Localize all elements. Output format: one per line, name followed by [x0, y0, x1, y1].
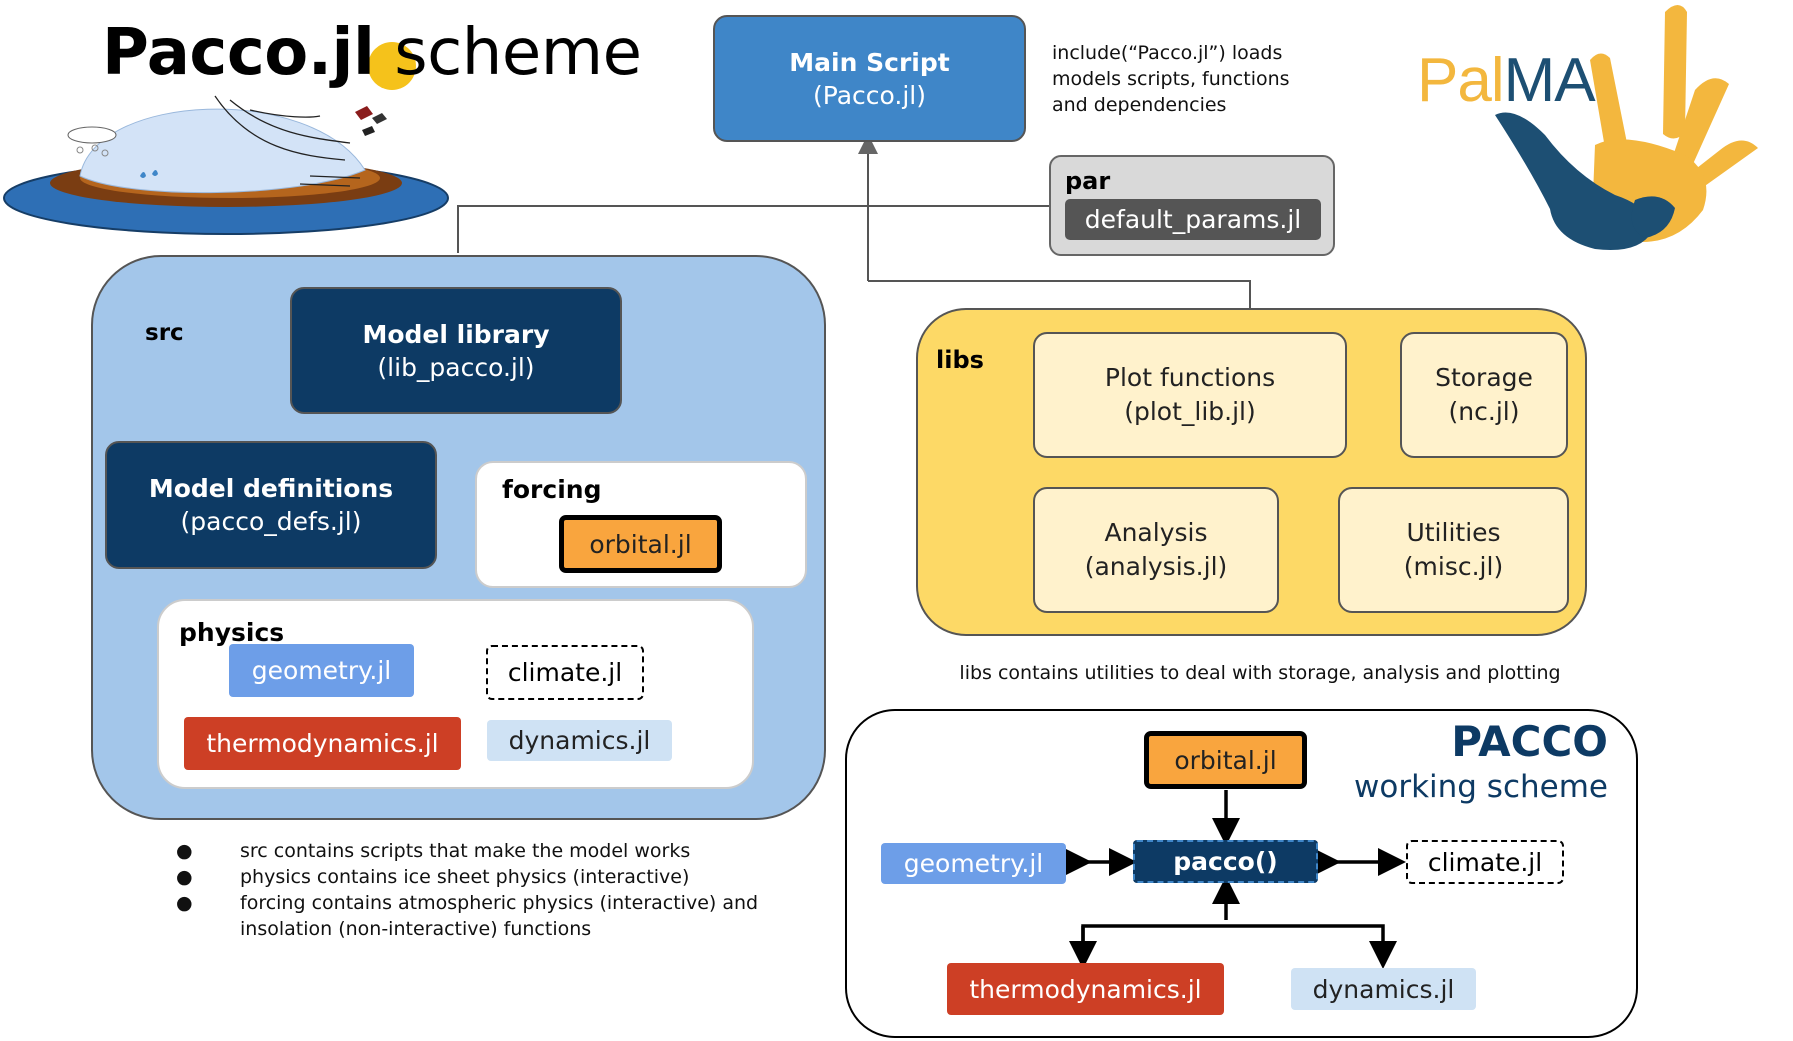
page-title: Pacco.jl scheme	[102, 16, 642, 90]
default-params-file: default_params.jl	[1065, 199, 1321, 240]
utilities-file: (misc.jl)	[1403, 552, 1504, 581]
forcing-label: forcing	[502, 475, 602, 504]
model-definitions-file: (pacco_defs.jl)	[180, 507, 362, 536]
main-script-title: Main Script	[789, 47, 950, 77]
plot-functions-title: Plot functions	[1104, 363, 1276, 393]
bullet-icon: ●	[176, 892, 193, 914]
working-climate-file: climate.jl	[1406, 840, 1564, 884]
palma-text-a: Pal	[1417, 46, 1505, 115]
physics-label: physics	[179, 618, 285, 647]
src-note-item: ● src contains scripts that make the mode…	[176, 838, 816, 864]
bullet-icon: ●	[176, 840, 193, 862]
src-note-text: insolation (non-interactive) functions	[240, 918, 592, 940]
utilities-box: Utilities (misc.jl)	[1338, 487, 1569, 613]
working-subtitle: working scheme	[1354, 769, 1608, 805]
main-note-line: include(“Pacco.jl”) loads	[1052, 42, 1283, 64]
main-script-note: include(“Pacco.jl”) loads models scripts…	[1052, 40, 1332, 118]
libs-label: libs	[936, 346, 984, 374]
dynamics-file: dynamics.jl	[487, 720, 672, 761]
src-label: src	[145, 320, 184, 346]
par-label: par	[1065, 167, 1111, 195]
utilities-title: Utilities	[1406, 518, 1501, 548]
src-note-text: physics contains ice sheet physics (inte…	[240, 866, 690, 888]
main-note-line: and dependencies	[1052, 94, 1227, 116]
analysis-file: (analysis.jl)	[1084, 552, 1228, 581]
plot-functions-box: Plot functions (plot_lib.jl)	[1033, 332, 1347, 458]
working-title: PACCO	[1451, 717, 1608, 766]
pacco-function-box: pacco()	[1133, 840, 1318, 883]
src-note-text: forcing contains atmospheric physics (in…	[240, 892, 759, 914]
working-dynamics-file: dynamics.jl	[1291, 968, 1476, 1010]
palma-logo: PalMA	[1415, 0, 1793, 265]
main-note-line: models scripts, functions	[1052, 68, 1290, 90]
plot-functions-file: (plot_lib.jl)	[1124, 397, 1256, 426]
main-script-box: Main Script (Pacco.jl)	[713, 15, 1026, 142]
model-library-file: (lib_pacco.jl)	[377, 352, 535, 382]
thermodynamics-file: thermodynamics.jl	[184, 717, 461, 770]
orbital-file: orbital.jl	[559, 515, 722, 573]
model-library-box: Model library (lib_pacco.jl)	[290, 287, 622, 414]
title-main: Pacco.jl	[102, 16, 375, 90]
geometry-file: geometry.jl	[229, 644, 414, 697]
analysis-box: Analysis (analysis.jl)	[1033, 487, 1279, 613]
src-notes: ● src contains scripts that make the mode…	[176, 838, 816, 942]
src-note-text: src contains scripts that make the model…	[240, 840, 691, 862]
libs-note: libs contains utilities to deal with sto…	[959, 662, 1561, 684]
working-geometry-file: geometry.jl	[881, 843, 1066, 884]
src-note-item: ● physics contains ice sheet physics (int…	[176, 864, 816, 890]
climate-file: climate.jl	[486, 645, 644, 700]
bullet-icon: ●	[176, 866, 193, 888]
src-note-item: ● forcing contains atmospheric physics (i…	[176, 890, 816, 942]
model-library-title: Model library	[362, 319, 550, 349]
model-definitions-title: Model definitions	[148, 474, 394, 503]
working-orbital-file: orbital.jl	[1144, 731, 1307, 789]
analysis-title: Analysis	[1104, 518, 1208, 548]
storage-file: (nc.jl)	[1448, 397, 1520, 426]
palma-text: PalMA	[1417, 45, 1596, 116]
main-script-file: (Pacco.jl)	[813, 80, 926, 110]
storage-title: Storage	[1435, 363, 1533, 393]
working-thermodynamics-file: thermodynamics.jl	[947, 963, 1224, 1015]
palma-text-b: MA	[1503, 46, 1596, 115]
model-definitions-box: Model definitions (pacco_defs.jl)	[105, 441, 437, 569]
ice-sheet-illustration	[3, 95, 449, 235]
hand-icon	[1495, 5, 1758, 250]
title-sub: scheme	[394, 16, 642, 90]
storage-box: Storage (nc.jl)	[1400, 332, 1568, 458]
par-box: par default_params.jl	[1049, 155, 1335, 256]
